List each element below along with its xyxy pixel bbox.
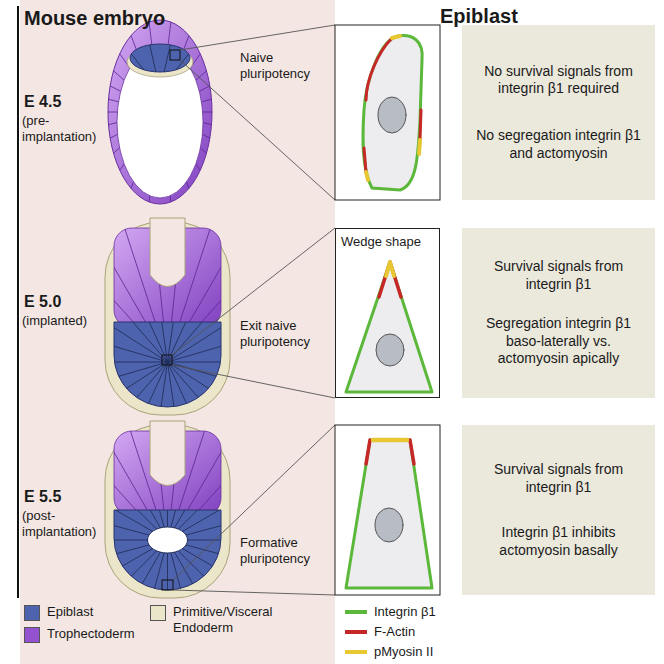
cell-border bbox=[91, 362, 168, 385]
epiblast-cell bbox=[363, 36, 422, 190]
info-box: Survival signals from integrin β1 Integri… bbox=[462, 425, 655, 595]
cell-border bbox=[100, 90, 160, 91]
timeline-bar bbox=[17, 6, 19, 598]
cell-box bbox=[335, 425, 440, 595]
stage-subtitle: (implanted) bbox=[22, 313, 102, 329]
finding-text: No segregation integrin β1 and actomyosi… bbox=[471, 127, 646, 162]
cell-border bbox=[147, 90, 160, 148]
cell-border bbox=[167, 460, 168, 530]
state-label: Naive pluripotency bbox=[240, 50, 328, 81]
panel-ground bbox=[20, 0, 335, 664]
state-label: Formative pluripotency bbox=[240, 535, 328, 566]
cell-border bbox=[115, 362, 167, 422]
cell-border bbox=[98, 500, 159, 535]
cell-border bbox=[91, 339, 168, 362]
panel-heading: Mouse embryo bbox=[24, 6, 224, 30]
cell-border bbox=[160, 43, 197, 90]
cell-box bbox=[335, 25, 440, 200]
cell-border bbox=[160, 32, 173, 90]
legend-swatch bbox=[150, 605, 166, 621]
cell-border bbox=[123, 90, 160, 137]
cell-border bbox=[128, 471, 163, 532]
cell-border bbox=[100, 362, 167, 405]
cell-border bbox=[106, 64, 160, 90]
cell-border bbox=[106, 90, 160, 116]
cell-border bbox=[160, 90, 197, 137]
legend-item: Integrin β1 bbox=[345, 604, 505, 620]
cell-border bbox=[90, 543, 158, 561]
egg-cylinder bbox=[8, 201, 328, 519]
legend-text: F-Actin bbox=[374, 624, 415, 640]
cell-border bbox=[168, 362, 220, 422]
shape-label: Wedge shape bbox=[341, 234, 421, 250]
legend-swatch bbox=[345, 630, 367, 634]
cell-border bbox=[147, 463, 165, 531]
cell-border bbox=[160, 90, 214, 116]
info-box: Survival signals from integrin β1 Segrega… bbox=[462, 228, 655, 398]
cell-border bbox=[156, 283, 167, 362]
cell-border bbox=[128, 549, 163, 610]
egg-cylinder bbox=[8, 386, 328, 664]
legend-item: F-Actin bbox=[345, 624, 505, 640]
cell-border bbox=[168, 362, 248, 363]
state-label: Exit naive pluripotency bbox=[240, 318, 328, 349]
cell-box-ground bbox=[335, 228, 440, 398]
legend-item: pMyosin II bbox=[345, 644, 505, 660]
cell-border bbox=[111, 547, 160, 596]
cell-border bbox=[88, 362, 168, 363]
stage-label: E 4.5 bbox=[24, 92, 104, 111]
cell-border bbox=[160, 90, 173, 148]
stage-label: E 5.5 bbox=[24, 487, 104, 506]
cell-border bbox=[160, 90, 220, 91]
legend-text: Integrin β1 bbox=[374, 604, 436, 620]
cell-border bbox=[111, 483, 160, 532]
finding-text: Integrin β1 inhibits actomyosin basally bbox=[471, 524, 646, 559]
finding-text: Survival signals from integrin β1 bbox=[471, 461, 646, 496]
cell-border bbox=[175, 483, 224, 532]
legend-swatch bbox=[345, 610, 367, 614]
cell-border bbox=[173, 471, 208, 532]
cell-border bbox=[176, 545, 237, 580]
legend-swatch bbox=[24, 605, 40, 621]
stage-label: E 5.0 bbox=[24, 292, 104, 311]
cell-border bbox=[167, 550, 168, 620]
finding-text: Segregation integrin β1 baso-laterally v… bbox=[471, 315, 646, 368]
legend-item: Trophectoderm bbox=[24, 626, 184, 643]
cell-border bbox=[160, 64, 214, 90]
legend-text: Epiblast bbox=[47, 604, 93, 620]
cell-box: Wedge shape bbox=[335, 228, 440, 398]
cell-border bbox=[168, 362, 245, 385]
stage-subtitle: (pre-implantation) bbox=[22, 113, 102, 144]
legend-item: Primitive/Visceral Endoderm bbox=[150, 604, 300, 635]
info-box: No survival signals from integrin β1 req… bbox=[462, 25, 655, 200]
finding-text: Survival signals from integrin β1 bbox=[471, 258, 646, 293]
legend-text: pMyosin II bbox=[374, 644, 433, 660]
cell-border bbox=[177, 519, 245, 537]
legend-text: Primitive/Visceral Endoderm bbox=[173, 604, 300, 635]
legend-swatch bbox=[345, 650, 367, 654]
cell-border bbox=[168, 319, 235, 362]
columnar-cell bbox=[346, 440, 432, 588]
cell-border bbox=[147, 32, 160, 90]
legend-text: Trophectoderm bbox=[47, 626, 135, 642]
finding-text: No survival signals from integrin β1 req… bbox=[471, 63, 646, 98]
cell-border bbox=[168, 339, 245, 362]
wedge-cell bbox=[346, 262, 432, 392]
stage-subtitle: (post-implantation) bbox=[22, 508, 102, 539]
leader-line bbox=[172, 25, 335, 595]
cell-border bbox=[115, 302, 167, 362]
legend-swatch bbox=[24, 627, 40, 643]
